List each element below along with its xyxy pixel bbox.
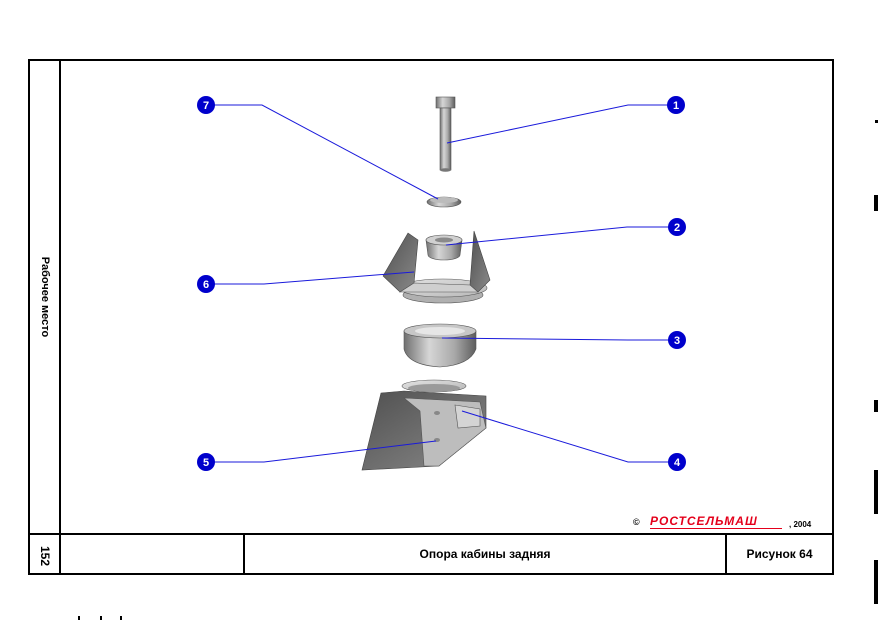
callout-6: 6 (197, 275, 215, 293)
leader-lines (206, 104, 676, 463)
part-washer (426, 196, 462, 208)
svg-text:4: 4 (674, 457, 681, 469)
svg-text:7: 7 (203, 100, 209, 112)
callout-7: 7 (197, 96, 215, 114)
title-block-figure-cell: Рисунок 64 (727, 535, 832, 573)
callout-2: 2 (668, 218, 686, 236)
edge-mark (875, 120, 878, 123)
leader-line-7 (206, 104, 439, 200)
svg-text:6: 6 (203, 279, 209, 291)
svg-text:3: 3 (674, 335, 680, 347)
title-block: Опора кабины задняя Рисунок 64 (59, 533, 832, 573)
copyright-symbol: © (633, 517, 640, 527)
svg-text:2: 2 (674, 222, 680, 234)
callout-3: 3 (668, 331, 686, 349)
leader-line-5 (206, 440, 437, 463)
leader-line-2 (445, 226, 676, 246)
leader-line-1 (446, 104, 675, 144)
leader-line-3 (441, 337, 676, 341)
part-bracket (382, 230, 491, 304)
drawing-frame: Рабочее место 152 Опора кабины задняя Ри… (28, 59, 834, 575)
edge-mark (874, 560, 878, 604)
edge-mark (78, 616, 80, 620)
callout-5: 5 (197, 453, 215, 471)
edge-mark (874, 195, 878, 211)
edge-mark (120, 616, 122, 620)
title-sidebar: Рабочее место 152 (30, 61, 61, 573)
svg-text:1: 1 (673, 100, 679, 112)
figure-number: Рисунок 64 (746, 547, 813, 561)
callout-1: 1 (667, 96, 685, 114)
leader-line-4 (461, 410, 676, 463)
edge-mark (100, 616, 102, 620)
edge-mark (874, 400, 878, 412)
part-bushing (425, 234, 463, 261)
part-bolt (435, 96, 456, 172)
sidebar-separator (30, 533, 59, 535)
edge-mark (874, 470, 878, 514)
svg-text:5: 5 (203, 457, 209, 469)
brand-underline (650, 528, 782, 529)
title-block-title-cell: Опора кабины задняя (245, 535, 727, 573)
part-cushion (403, 323, 477, 368)
figure-title: Опора кабины задняя (419, 547, 551, 561)
callout-4: 4 (668, 453, 686, 471)
copyright-year: , 2004 (789, 520, 812, 529)
leader-line-6 (206, 271, 415, 285)
title-block-empty-cell (59, 535, 245, 573)
part-lower-support (361, 379, 487, 471)
brand-logo: РОСТСЕЛЬМАШ (650, 514, 758, 528)
